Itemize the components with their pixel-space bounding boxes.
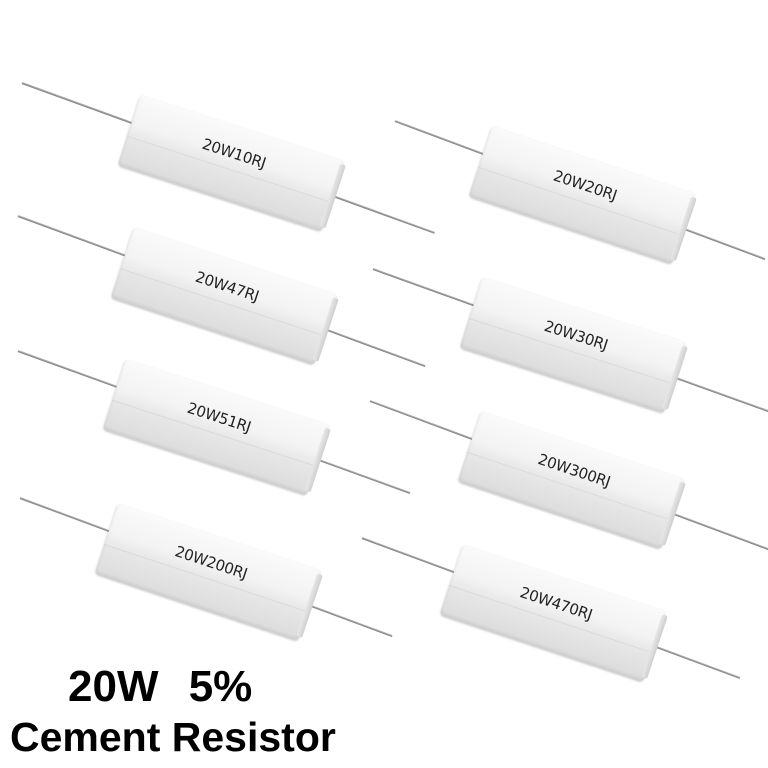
- cement-resistor: 20W51RJ: [102, 358, 331, 496]
- cement-resistor: 20W470RJ: [439, 544, 668, 682]
- resistor-body: [468, 126, 696, 264]
- resistor-body: [459, 277, 686, 413]
- cement-resistor: 20W300RJ: [457, 411, 686, 549]
- resistor-body: [94, 503, 322, 641]
- cement-resistor: 20W200RJ: [94, 503, 323, 641]
- cement-resistor: 20W47RJ: [110, 227, 339, 365]
- cement-resistor: 20W30RJ: [459, 277, 688, 413]
- resistor-body: [457, 411, 685, 549]
- resistor-body: [110, 227, 337, 365]
- cement-resistor: 20W20RJ: [468, 126, 697, 264]
- product-name-caption: Cement Resistor: [10, 714, 336, 760]
- cement-resistor: 20W10RJ: [117, 94, 346, 232]
- resistor-body: [117, 94, 344, 232]
- resistor-body: [102, 358, 330, 496]
- spec-caption: 20W 5%: [68, 662, 253, 711]
- resistor-body: [439, 544, 667, 682]
